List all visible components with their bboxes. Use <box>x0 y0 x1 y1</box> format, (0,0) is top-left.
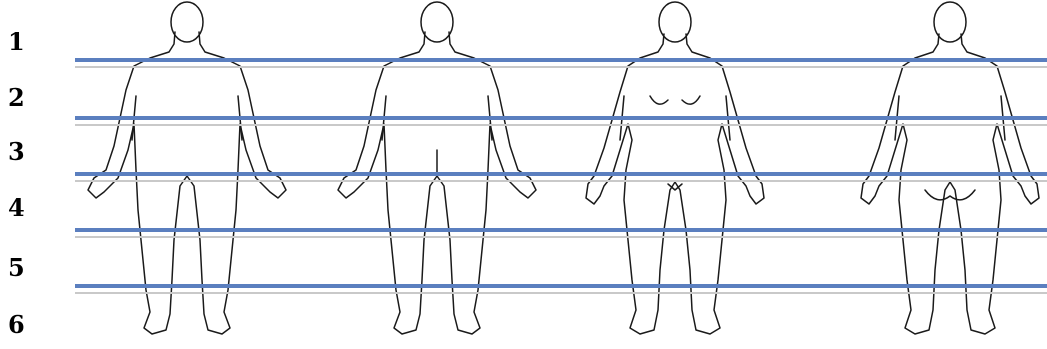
body-outline <box>586 34 764 334</box>
head-outline <box>171 2 203 42</box>
band-label-6: 6 <box>8 313 25 337</box>
band-label-4: 4 <box>8 196 25 220</box>
band-line-shadow <box>75 124 1047 126</box>
body-outline <box>861 34 1039 334</box>
band-line-shadow <box>75 292 1047 294</box>
band-line-4 <box>75 228 1047 232</box>
band-label-1: 1 <box>8 30 25 54</box>
band-label-5: 5 <box>8 256 25 280</box>
band-line-5 <box>75 284 1047 288</box>
buttocks-line <box>925 190 975 200</box>
body-outline <box>338 32 536 334</box>
band-line-3 <box>75 172 1047 176</box>
head-outline <box>421 2 453 42</box>
chest-line <box>682 96 700 104</box>
band-line-shadow <box>75 66 1047 68</box>
band-label-3: 3 <box>8 140 25 164</box>
band-line-shadow <box>75 180 1047 182</box>
band-label-2: 2 <box>8 86 25 110</box>
band-line-1 <box>75 58 1047 62</box>
chest-line <box>650 96 668 104</box>
band-line-2 <box>75 116 1047 120</box>
band-line-shadow <box>75 236 1047 238</box>
body-outline <box>88 32 286 334</box>
